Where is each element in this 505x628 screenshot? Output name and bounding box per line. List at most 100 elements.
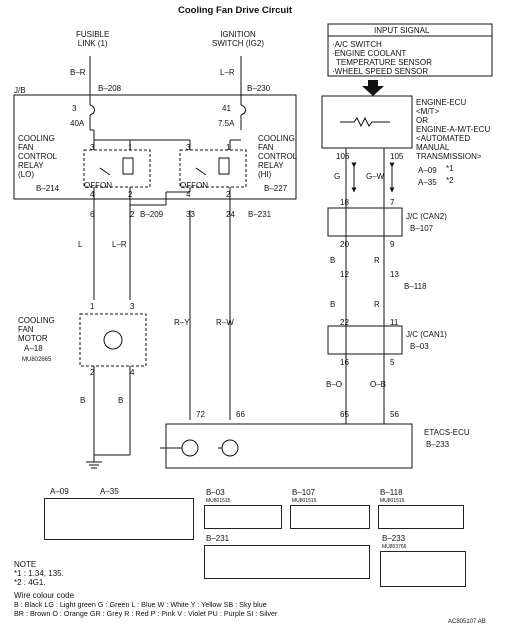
fuse-41-amp: 7.5A <box>218 119 235 128</box>
connector-b03: B–03 <box>410 342 429 351</box>
connector-b231: B–231 <box>248 210 272 219</box>
relay-hi-label: COOLING FAN CONTROL RELAY (HI) <box>258 134 298 179</box>
conn-b118: B–118 <box>380 488 403 497</box>
fuse-3-amp: 40A <box>70 119 85 128</box>
wire-b-r: B–R <box>70 68 86 77</box>
motor-part: MU802665 <box>22 357 52 363</box>
pin-lo-3: 3 <box>90 143 95 152</box>
fusible-link-label: FUSIBLE LINK (1) <box>76 30 110 48</box>
pin-20: 20 <box>340 240 349 249</box>
jb-box <box>13 94 297 200</box>
pin-13: 13 <box>390 270 399 279</box>
ignition-switch-label: IGNITION SWITCH (IG2) <box>212 30 264 48</box>
conn-b107: B–107 <box>292 488 316 497</box>
pin-66: 66 <box>236 410 245 419</box>
wire-l-r-top: L–R <box>220 68 235 77</box>
wire-l: L <box>78 240 83 249</box>
conn-b118-part: MU801515 <box>380 498 405 504</box>
conn-b107-part: MU801515 <box>292 498 317 504</box>
wire-l-r: L–R <box>112 240 127 249</box>
wire-colour-line-2: BR : Brown O : Orange GR : Grey R : Red … <box>14 609 278 618</box>
relay-lo-box <box>83 149 151 188</box>
connector-a09: A–09 <box>418 166 437 175</box>
fuse-3-icon <box>89 104 95 116</box>
conn-a35: A–35 <box>100 487 119 496</box>
relay-hi-off: OFF <box>180 181 196 190</box>
pin-33: 33 <box>186 210 195 219</box>
wire-motor-b2: B <box>118 396 124 405</box>
pin-65: 65 <box>340 410 349 419</box>
relay-lo-off: OFF <box>84 181 100 190</box>
note-line-1: *1 : 1.34, 135. <box>14 569 64 578</box>
jb-label: J/B <box>14 86 26 95</box>
wire-r2: R <box>374 300 380 309</box>
connector-b214: B–214 <box>36 184 60 193</box>
conn-b03: B–03 <box>206 488 225 497</box>
pin-22: 22 <box>340 318 349 327</box>
ecu-star2: *2 <box>446 176 454 185</box>
pin-16: 16 <box>340 358 349 367</box>
pin-hi-3: 3 <box>186 143 191 152</box>
pin-9: 9 <box>390 240 395 249</box>
note-heading: NOTE <box>14 560 37 569</box>
connector-a18: A–18 <box>24 344 43 353</box>
conn-b03-part: MU801515 <box>206 498 231 504</box>
diagram-title: Cooling Fan Drive Circuit <box>178 5 293 16</box>
ecu-star1: *1 <box>446 164 454 173</box>
connector-b227: B–227 <box>264 184 288 193</box>
motor-box <box>79 313 147 367</box>
wire-colour-heading: Wire colour code <box>14 591 75 600</box>
relay-hi-box <box>179 149 247 188</box>
pin-24: 24 <box>226 210 235 219</box>
pin-56: 56 <box>390 410 399 419</box>
pin-lo-1: 1 <box>128 143 133 152</box>
note-line-2: *2 : 4G1. <box>14 578 46 587</box>
pin-7: 7 <box>390 198 395 207</box>
input-signal-box <box>327 23 493 77</box>
connector-a35: A–35 <box>418 178 437 187</box>
fuse-3-num: 3 <box>72 104 77 113</box>
input-signal-heading: INPUT SIGNAL <box>374 26 430 35</box>
wire-r-w: R–W <box>216 318 234 327</box>
fuse-41-num: 41 <box>222 104 231 113</box>
pin-lo-4: 4 <box>90 190 95 199</box>
relay-lo-label: COOLING FAN CONTROL RELAY (LO) <box>18 134 58 179</box>
connector-b233-label: B–233 <box>426 440 450 449</box>
relay-hi-on: ON <box>196 181 208 190</box>
pin-5: 5 <box>390 358 395 367</box>
wire-colour-line-1: B : Black LG : Light green G : Green L :… <box>14 600 267 609</box>
pin-106: 106 <box>336 152 350 161</box>
conn-b233-part: MU803766 <box>382 544 407 550</box>
pin-105: 105 <box>390 152 404 161</box>
connector-b118: B–118 <box>404 282 427 291</box>
relay-lo-on: ON <box>100 181 112 190</box>
wire-b-o: B–O <box>326 380 343 389</box>
conn-b233: B–233 <box>382 534 406 543</box>
connector-b233-face <box>380 551 466 587</box>
wire-r-y: R–Y <box>174 318 190 327</box>
pin-2c: 2 <box>130 210 135 219</box>
pin-hi-1: 1 <box>226 143 231 152</box>
motor-pin-2: 2 <box>90 368 95 377</box>
diagram-code: AC805107 AB <box>448 619 486 625</box>
connector-b208: B–208 <box>98 84 122 93</box>
jc2-label: J/C (CAN2) <box>406 212 447 221</box>
pin-12: 12 <box>340 270 349 279</box>
conn-a09: A–09 <box>50 487 69 496</box>
pin-6: 6 <box>90 210 95 219</box>
pin-11: 11 <box>390 318 399 327</box>
fuse-41-icon <box>240 104 246 116</box>
wire-b2: B <box>330 300 336 309</box>
connector-b209: B–209 <box>140 210 164 219</box>
wire-o-b: O–B <box>370 380 387 389</box>
input-signal-item-1: ·A/C SWITCH <box>332 40 382 49</box>
pin-72: 72 <box>196 410 205 419</box>
pin-hi-2: 2 <box>226 190 231 199</box>
pin-18: 18 <box>340 198 349 207</box>
motor-label: COOLING FAN MOTOR <box>18 316 55 343</box>
pin-lo-2: 2 <box>128 190 133 199</box>
input-signal-item-2: ·ENGINE COOLANT <box>332 49 407 58</box>
connector-b231-face <box>204 545 370 579</box>
connector-a09-a35-face <box>44 498 194 540</box>
